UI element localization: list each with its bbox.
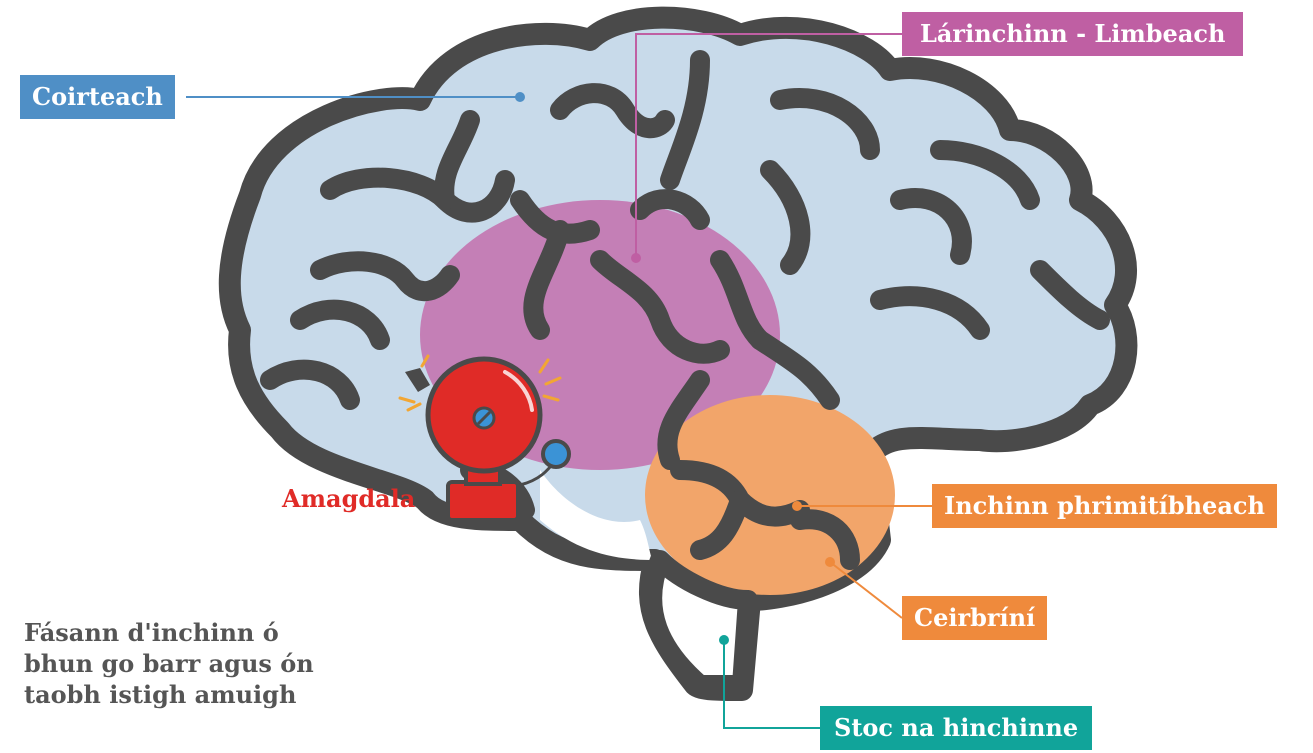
- cortex-label: Coirteach: [20, 75, 175, 119]
- amygdala-label: Amagdala: [282, 484, 415, 513]
- caption-text: Fásann d'inchinn ó bhun go barr agus ón …: [24, 617, 324, 710]
- limbic-label: Lárinchinn - Limbeach: [902, 12, 1243, 56]
- primitive-brain-label: Inchinn phrimitíbheach: [932, 484, 1277, 528]
- cerebellum-label: Ceirbríní: [902, 596, 1047, 640]
- brain-stem-label: Stoc na hinchinne: [820, 706, 1092, 750]
